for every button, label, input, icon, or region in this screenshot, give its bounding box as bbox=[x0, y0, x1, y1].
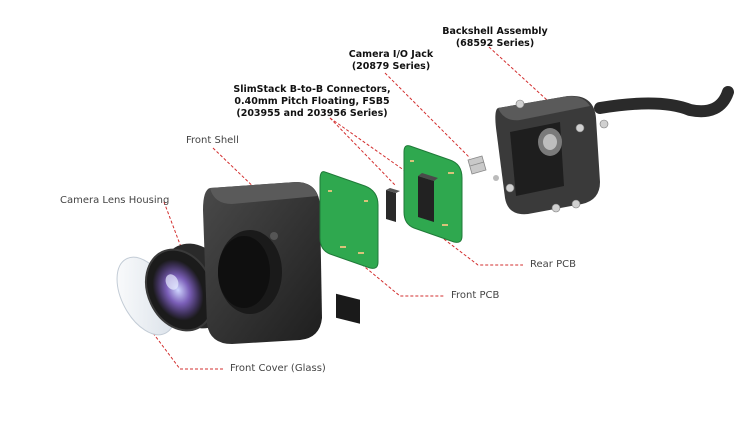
camera-io-jack bbox=[467, 155, 499, 181]
label-slimstack: SlimStack B-to-B Connectors, 0.40mm Pitc… bbox=[233, 84, 391, 119]
leader-front-cover bbox=[146, 324, 225, 370]
leader-slimstack-1 bbox=[329, 117, 396, 186]
rear-pcb bbox=[403, 145, 463, 243]
label-lens-housing: Camera Lens Housing bbox=[60, 195, 170, 206]
slimstack-connector bbox=[386, 188, 400, 222]
label-front-cover: Front Cover (Glass) bbox=[230, 363, 326, 374]
label-rear-pcb: Rear PCB bbox=[530, 259, 576, 270]
backshell-assembly bbox=[495, 86, 734, 215]
leader-io-jack bbox=[384, 72, 471, 159]
leader-rear-pcb bbox=[431, 229, 523, 266]
label-front-shell: Front Shell bbox=[186, 135, 239, 146]
front-shell bbox=[203, 182, 322, 344]
leader-backshell bbox=[488, 46, 548, 101]
label-backshell: Backshell Assembly (68592 Series) bbox=[442, 26, 548, 49]
label-front-pcb: Front PCB bbox=[451, 290, 500, 301]
leader-slimstack-2 bbox=[329, 117, 416, 179]
front-pcb bbox=[319, 171, 379, 324]
label-io-jack: Camera I/O Jack (20879 Series) bbox=[348, 49, 434, 72]
